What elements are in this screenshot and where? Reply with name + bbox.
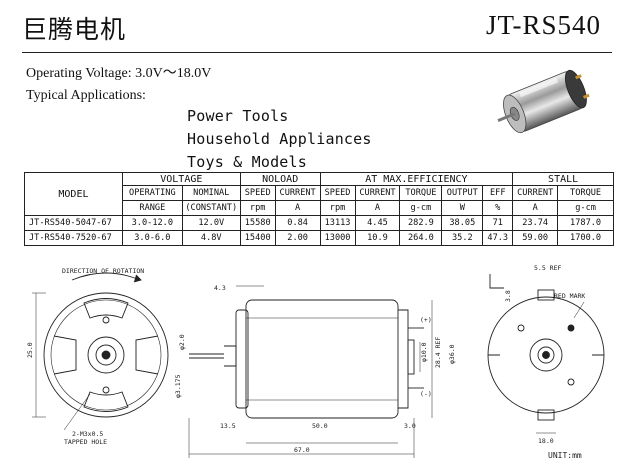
- eff-torque-header: TORQUE: [399, 185, 443, 201]
- unit-label: UNIT:mm: [548, 451, 582, 460]
- eff-current-cell: 4.45: [354, 215, 401, 231]
- noload-group-header: NOLOAD: [239, 172, 321, 186]
- rear-view: [487, 274, 605, 434]
- tapped-hole-label: TAPPED HOLE: [64, 438, 107, 446]
- model-cell: JT-RS540-5047-67: [24, 215, 123, 231]
- model-cell: JT-RS540-7520-67: [24, 230, 123, 246]
- negative-terminal: (-): [420, 390, 432, 398]
- nominal-constant-header: (CONSTANT): [181, 200, 241, 216]
- nl-current-cell: 0.84: [274, 215, 321, 231]
- spec-table: MODEL VOLTAGE NOLOAD AT MAX.EFFICIENCY S…: [24, 172, 614, 246]
- noload-speed-header: SPEED: [239, 185, 276, 201]
- model-header: MODEL: [24, 172, 123, 216]
- unit-cell: A: [512, 200, 559, 216]
- application-item: Household Appliances: [187, 130, 372, 148]
- eff-eff-cell: 47.3: [482, 230, 514, 246]
- eff-eff-cell: 71: [482, 215, 514, 231]
- dimension-label: 50.0: [312, 422, 328, 430]
- tapped-hole-label: 2-M3x0.5: [72, 430, 103, 438]
- positive-terminal: (+): [420, 316, 432, 324]
- application-item: Toys & Models: [187, 153, 307, 171]
- unit-cell: %: [482, 200, 514, 216]
- red-mark-label: RED MARK: [554, 292, 585, 300]
- dimension-label: 3.8: [504, 290, 512, 302]
- dimension-label: 67.0: [294, 446, 310, 454]
- dimension-label: 18.0: [538, 437, 554, 445]
- dimension-label: φ3.175: [174, 374, 182, 398]
- dimension-label: 3.0: [404, 422, 416, 430]
- range-cell: 3.0-12.0: [121, 215, 183, 231]
- st-current-cell: 59.00: [512, 230, 559, 246]
- application-item: Power Tools: [187, 107, 289, 125]
- nl-speed-cell: 15580: [239, 215, 276, 231]
- eff-eff-header: EFF: [482, 185, 514, 201]
- stall-torque-header: TORQUE: [557, 185, 614, 201]
- noload-current-header: CURRENT: [274, 185, 321, 201]
- motor-photo: [497, 69, 590, 134]
- st-torque-cell: 1700.0: [557, 230, 614, 246]
- eff-output-cell: 38.05: [441, 215, 484, 231]
- unit-cell: W: [441, 200, 484, 216]
- dimension-label: 5.5 REF: [534, 264, 561, 272]
- technical-drawing: DIRECTION OF ROTATION 2-M3x0.5 TAPPED HO…: [26, 264, 605, 460]
- brand-name: 巨腾电机: [22, 15, 127, 44]
- eff-torque-cell: 264.0: [399, 230, 443, 246]
- header-divider: [22, 52, 612, 53]
- stall-current-header: CURRENT: [512, 185, 559, 201]
- eff-speed-header: SPEED: [319, 185, 356, 201]
- eff-speed-cell: 13000: [319, 230, 356, 246]
- eff-output-cell: 35.2: [441, 230, 484, 246]
- nominal-cell: 12.0V: [181, 215, 241, 231]
- stall-group-header: STALL: [512, 172, 614, 186]
- unit-cell: g-cm: [557, 200, 614, 216]
- dimension-label: φ2.0: [178, 334, 186, 350]
- eff-output-header: OUTPUT: [441, 185, 484, 201]
- dimension-label: 4.3: [214, 284, 226, 292]
- nominal-cell: 4.8V: [181, 230, 241, 246]
- st-torque-cell: 1787.0: [557, 215, 614, 231]
- side-view: [188, 285, 433, 458]
- nl-current-cell: 2.00: [274, 230, 321, 246]
- rotation-direction-label: DIRECTION OF ROTATION: [62, 267, 144, 275]
- table-row: JT-RS540-5047-67 3.0-12.0 12.0V 15580 0.…: [24, 215, 614, 231]
- unit-cell: g-cm: [399, 200, 443, 216]
- dimension-label: 28.4 REF: [434, 337, 442, 368]
- dimension-label: 13.5: [220, 422, 236, 430]
- eff-speed-cell: 13113: [319, 215, 356, 231]
- dimension-label: 25.0: [26, 342, 34, 358]
- table-row: JT-RS540-7520-67 3.0-6.0 4.8V 15400 2.00…: [24, 230, 614, 246]
- unit-cell: rpm: [239, 200, 276, 216]
- eff-torque-cell: 282.9: [399, 215, 443, 231]
- operating-voltage: Operating Voltage: 3.0V～18.0V: [26, 66, 212, 81]
- operating-range-header: RANGE: [121, 200, 183, 216]
- dimension-label: φ10.0: [420, 342, 428, 362]
- st-current-cell: 23.74: [512, 215, 559, 231]
- unit-cell: A: [354, 200, 401, 216]
- nominal-header: NOMINAL: [181, 185, 241, 201]
- efficiency-group-header: AT MAX.EFFICIENCY: [319, 172, 514, 186]
- applications-label: Typical Applications:: [26, 88, 146, 103]
- unit-cell: rpm: [319, 200, 356, 216]
- nl-speed-cell: 15400: [239, 230, 276, 246]
- range-cell: 3.0-6.0: [121, 230, 183, 246]
- voltage-group-header: VOLTAGE: [121, 172, 241, 186]
- front-view: [32, 272, 169, 431]
- unit-cell: A: [274, 200, 321, 216]
- operating-header: OPERATING: [121, 185, 183, 201]
- dimension-label: φ36.0: [448, 344, 456, 364]
- model-code: JT-RS540: [485, 10, 601, 40]
- eff-current-header: CURRENT: [354, 185, 401, 201]
- eff-current-cell: 10.9: [354, 230, 401, 246]
